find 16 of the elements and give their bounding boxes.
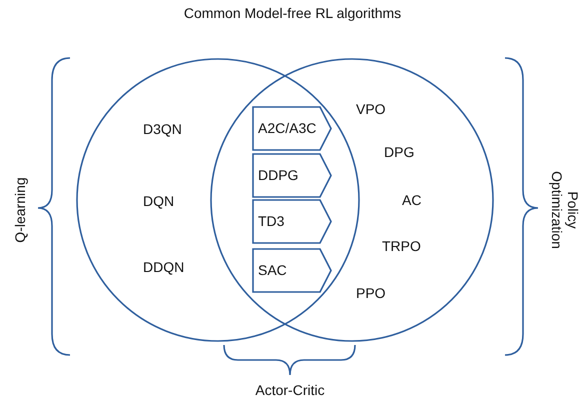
category-label: Actor-Critic: [254, 382, 326, 398]
algorithm-name: TRPO: [382, 238, 421, 254]
algorithm-name: SAC: [258, 262, 287, 278]
algorithm-name: DDPG: [258, 167, 298, 183]
algorithm-name: DDQN: [143, 259, 184, 275]
category-label: Q-learning: [12, 176, 28, 245]
algorithm-name: PPO: [356, 285, 386, 301]
algorithm-name: AC: [402, 192, 422, 208]
algorithm-name: A2C/A3C: [258, 120, 316, 136]
algorithm-name: D3QN: [143, 121, 182, 137]
algorithm-name: DQN: [143, 193, 174, 209]
algorithm-name: VPO: [356, 101, 386, 117]
algorithm-name: DPG: [384, 144, 414, 160]
diagram-title: Common Model-free RL algorithms: [182, 5, 402, 21]
algorithm-name: TD3: [258, 213, 284, 229]
category-label: Policy Optimization: [549, 170, 581, 250]
